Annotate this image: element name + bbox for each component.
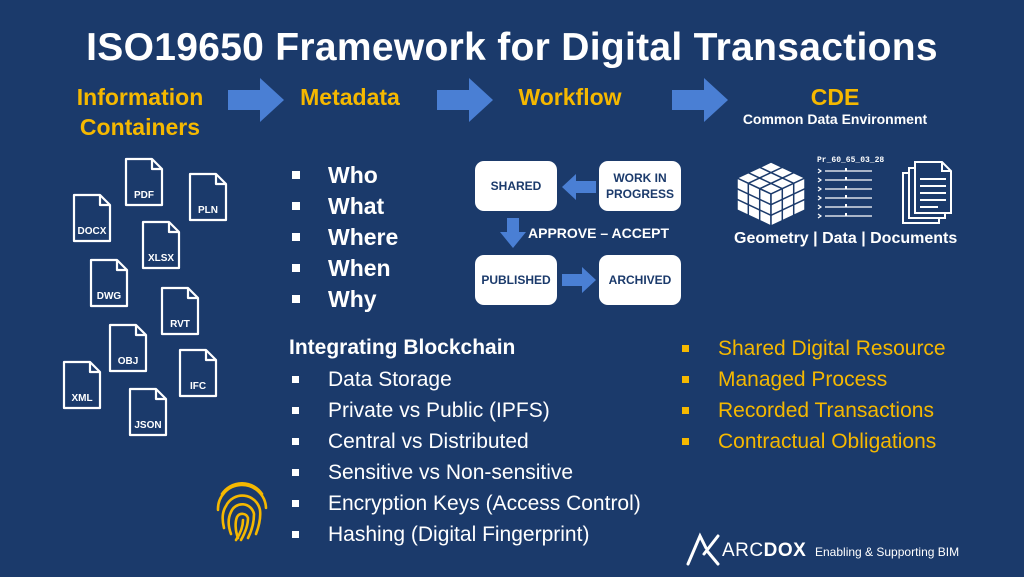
arrow-right-icon xyxy=(562,267,596,293)
stage-cde: CDE xyxy=(810,84,860,110)
file-icon: OBJ xyxy=(108,323,148,373)
blockchain-item: Hashing (Digital Fingerprint) xyxy=(290,519,641,550)
arcdox-logo-icon xyxy=(686,532,720,566)
file-type-label: XML xyxy=(71,393,93,404)
file-type-label: XLSX xyxy=(147,253,175,264)
stage-information-containers: Information Containers xyxy=(76,84,204,140)
benefit-item: Contractual Obligations xyxy=(680,426,946,457)
blockchain-item: Data Storage xyxy=(290,364,641,395)
file-icon: XML xyxy=(62,360,102,410)
metadata-item-who: Who xyxy=(290,160,398,191)
file-type-label: DWG xyxy=(96,291,122,302)
blockchain-item: Encryption Keys (Access Control) xyxy=(290,488,641,519)
blockchain-item: Private vs Public (IPFS) xyxy=(290,395,641,426)
file-icon: DWG xyxy=(89,258,129,308)
file-type-label: DOCX xyxy=(77,226,107,237)
file-icon: RVT xyxy=(160,286,200,336)
arrow-left-icon xyxy=(562,174,596,200)
workflow-wip-box: WORK IN PROGRESS xyxy=(599,161,681,211)
file-type-label: JSON xyxy=(134,420,162,431)
file-type-label: OBJ xyxy=(117,356,139,367)
blockchain-heading: Integrating Blockchain xyxy=(289,336,516,359)
stage-metadata: Metadata xyxy=(300,84,400,110)
workflow-shared-box: SHARED xyxy=(475,161,557,211)
brand-tagline: Enabling & Supporting BIM xyxy=(815,545,960,559)
file-icon: PDF xyxy=(124,157,164,207)
metadata-item-what: What xyxy=(290,191,398,222)
cde-subtitle: Common Data Environment xyxy=(742,111,928,127)
cde-list-header: Pr_60_65_03_28 xyxy=(817,156,885,165)
metadata-item-why: Why xyxy=(290,284,398,315)
fingerprint-icon xyxy=(216,481,268,542)
metadata-item-when: When xyxy=(290,253,398,284)
file-type-label: IFC xyxy=(189,381,207,392)
arrow-right-icon xyxy=(672,78,728,122)
blockchain-list: Data Storage Private vs Public (IPFS) Ce… xyxy=(290,364,641,550)
file-type-label: RVT xyxy=(170,319,190,330)
file-icon: IFC xyxy=(178,348,218,398)
slide-title: ISO19650 Framework for Digital Transacti… xyxy=(86,26,938,69)
benefits-list: Shared Digital Resource Managed Process … xyxy=(680,333,946,457)
cube-icon xyxy=(735,161,807,228)
arrow-down-icon xyxy=(500,218,526,248)
benefit-item: Shared Digital Resource xyxy=(680,333,946,364)
blockchain-item: Sensitive vs Non-sensitive xyxy=(290,457,641,488)
stage-workflow: Workflow xyxy=(518,84,622,110)
file-icon: DOCX xyxy=(72,193,112,243)
file-type-label: PLN xyxy=(198,205,218,216)
benefit-item: Managed Process xyxy=(680,364,946,395)
data-list-icon xyxy=(817,168,872,219)
approve-accept-label: APPROVE – ACCEPT xyxy=(528,225,670,241)
metadata-list: Who What Where When Why xyxy=(290,160,398,315)
arrow-right-icon xyxy=(228,78,284,122)
file-icon: PLN xyxy=(188,172,228,222)
workflow-published-box: PUBLISHED xyxy=(475,255,557,305)
file-type-label: PDF xyxy=(134,190,154,201)
arrow-right-icon xyxy=(437,78,493,122)
metadata-item-where: Where xyxy=(290,222,398,253)
documents-stack-icon xyxy=(902,161,952,224)
blockchain-item: Central vs Distributed xyxy=(290,426,641,457)
file-icon: JSON xyxy=(128,387,168,437)
cde-caption: Geometry | Data | Documents xyxy=(734,230,958,247)
brand-name: ARCDOX xyxy=(722,540,807,561)
workflow-archived-box: ARCHIVED xyxy=(599,255,681,305)
file-icon: XLSX xyxy=(141,220,181,270)
benefit-item: Recorded Transactions xyxy=(680,395,946,426)
